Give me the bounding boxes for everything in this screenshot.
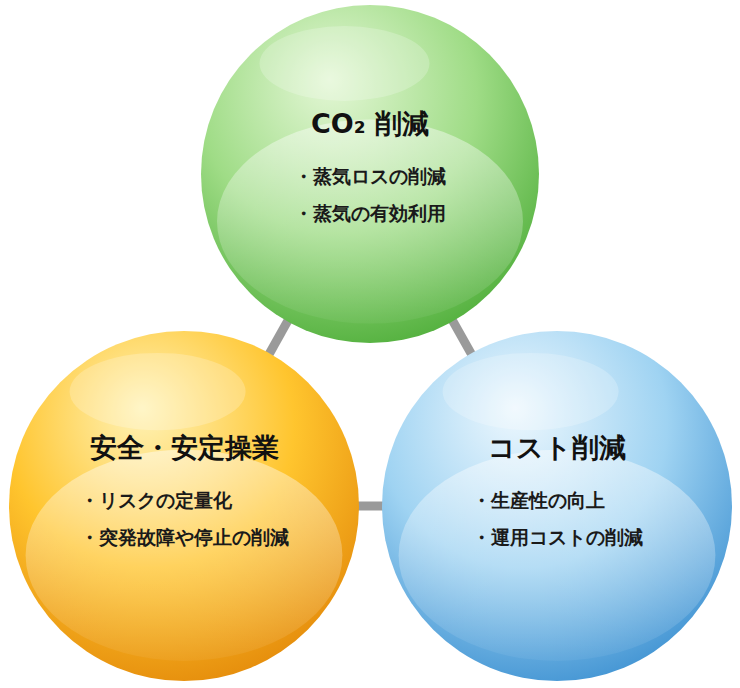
- sphere-gloss: [260, 26, 430, 101]
- sphere-body: [9, 331, 359, 681]
- text-block: 安全・安定操業・リスクの定量化・突発故障や停止の削減: [8, 432, 360, 564]
- bullet-item: ・リスクの定量化: [80, 490, 289, 511]
- bullet-item: ・蒸気ロスの削減: [294, 166, 446, 187]
- sphere-highlight: [217, 120, 523, 324]
- sphere-heading: CO₂ 削減: [200, 108, 540, 140]
- bullet-list: ・リスクの定量化・突発故障や停止の削減: [80, 490, 289, 564]
- sphere-node: コスト削減・生産性の向上・運用コストの削減: [381, 330, 733, 682]
- bullet-list: ・蒸気ロスの削減・蒸気の有効利用: [294, 166, 446, 240]
- connector-line: [450, 317, 473, 358]
- sphere-highlight: [399, 450, 716, 661]
- connector-line: [267, 317, 290, 358]
- sphere-highlight: [26, 450, 343, 661]
- sphere-heading: 安全・安定操業: [8, 432, 360, 464]
- sphere-gloss: [443, 353, 619, 430]
- sphere-node: 安全・安定操業・リスクの定量化・突発故障や停止の削減: [8, 330, 360, 682]
- sphere-body: [382, 331, 732, 681]
- bullet-list: ・生産性の向上・運用コストの削減: [472, 490, 643, 564]
- bullet-item: ・突発故障や停止の削減: [80, 527, 289, 548]
- text-block: CO₂ 削減・蒸気ロスの削減・蒸気の有効利用: [200, 108, 540, 240]
- bullet-item: ・運用コストの削減: [472, 527, 643, 548]
- text-block: コスト削減・生産性の向上・運用コストの削減: [381, 432, 733, 564]
- sphere-gloss: [70, 353, 246, 430]
- sphere-heading: コスト削減: [381, 432, 733, 464]
- bullet-item: ・生産性の向上: [472, 490, 643, 511]
- bullet-item: ・蒸気の有効利用: [294, 203, 446, 224]
- sphere-node: CO₂ 削減・蒸気ロスの削減・蒸気の有効利用: [200, 4, 540, 344]
- sphere-body: [201, 5, 539, 343]
